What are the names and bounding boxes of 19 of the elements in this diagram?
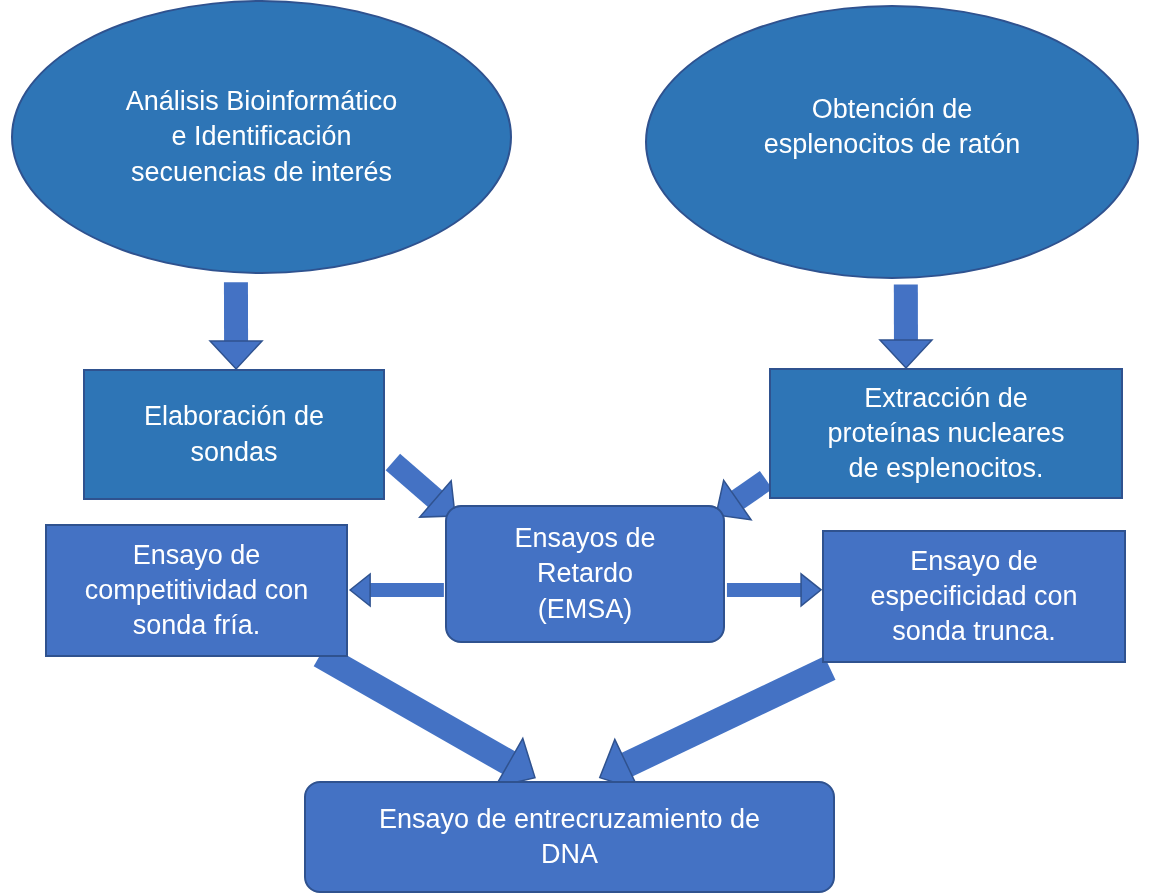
process-box bbox=[822, 530, 1126, 663]
block-arrow bbox=[879, 284, 933, 369]
block-arrow bbox=[385, 453, 456, 518]
node-text: Análisis Bioinformático e Identificación secuencias de interés bbox=[124, 85, 399, 189]
process-box bbox=[83, 369, 385, 500]
node-text: Ensayos de Retardo (EMSA) bbox=[513, 522, 657, 626]
node-text: Ensayo de competitividad con sonda fría. bbox=[83, 538, 310, 643]
node-text: Elaboración de sondas bbox=[142, 400, 326, 469]
block-arrow bbox=[726, 573, 822, 607]
process-box bbox=[445, 505, 725, 643]
node-text: Ensayo de entrecruzamiento de DNA bbox=[377, 802, 762, 871]
node-text: Extracción de proteínas nucleares de esplenocitos. bbox=[826, 381, 1066, 486]
process-box bbox=[45, 524, 348, 657]
block-arrow bbox=[349, 573, 444, 607]
process-box bbox=[304, 781, 835, 893]
node-text: Ensayo de especificidad con sonda trunca. bbox=[869, 544, 1079, 649]
block-arrow bbox=[209, 282, 263, 370]
node-text: Obtención de esplenocitos de ratón bbox=[762, 92, 1022, 161]
process-box bbox=[769, 368, 1123, 499]
